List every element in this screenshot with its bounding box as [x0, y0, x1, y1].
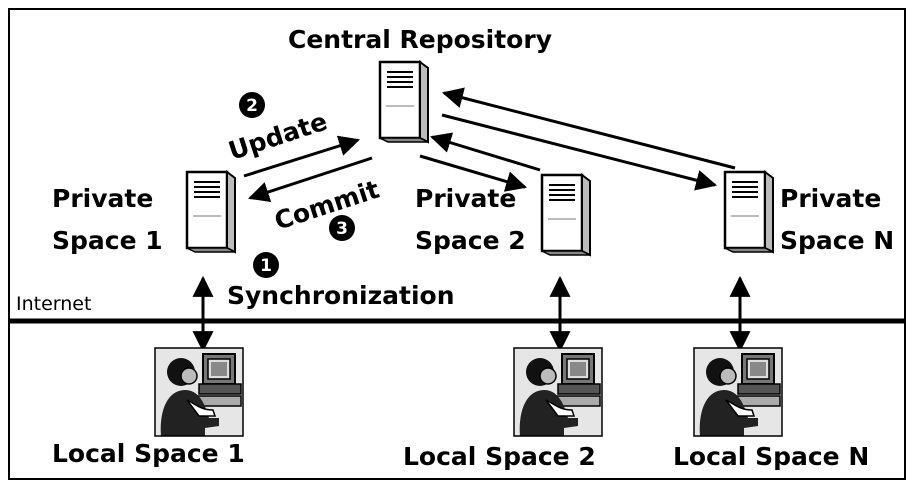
private-space-1-line1: Private	[52, 184, 153, 213]
step-1-badge: 1	[253, 252, 279, 278]
local-space-1-label: Local Space 1	[52, 439, 245, 468]
local-space-1-user	[154, 347, 244, 437]
space2-to-central-arrow	[429, 132, 541, 172]
local-space-2-label: Local Space 2	[403, 442, 596, 471]
private-space-n-server	[723, 170, 775, 254]
central-repository-title: Central Repository	[288, 25, 552, 54]
private-space-n-line2: Space N	[780, 226, 894, 255]
spacen-to-central-arrow	[441, 87, 736, 170]
central-to-space2-arrow	[419, 154, 528, 192]
step-2-badge: 2	[239, 92, 265, 118]
frame	[8, 8, 906, 480]
update-label: Update	[225, 107, 331, 166]
commit-arrow	[248, 156, 373, 203]
update-arrow	[243, 135, 361, 178]
svg-text:1: 1	[260, 256, 272, 276]
central-repository-server	[378, 60, 430, 144]
private-space-2-line2: Space 2	[415, 226, 526, 255]
private-space-1-line2: Space 1	[52, 226, 163, 255]
private-space-2-line1: Private	[415, 184, 516, 213]
private-space-n-line1: Private	[780, 184, 881, 213]
central-to-spacen-arrow	[441, 113, 718, 191]
svg-text:3: 3	[336, 219, 348, 239]
local-space-2-user	[513, 347, 603, 437]
private-space-1-server	[185, 170, 237, 254]
synchronization-label: Synchronization	[227, 281, 455, 310]
commit-label: Commit	[271, 175, 383, 236]
local-space-n-user	[693, 347, 783, 437]
step-3-badge: 3	[329, 215, 355, 241]
local-space-n-label: Local Space N	[673, 442, 869, 471]
internet-label: Internet	[16, 293, 91, 315]
private-space-2-server	[540, 173, 592, 257]
svg-text:2: 2	[246, 96, 258, 116]
